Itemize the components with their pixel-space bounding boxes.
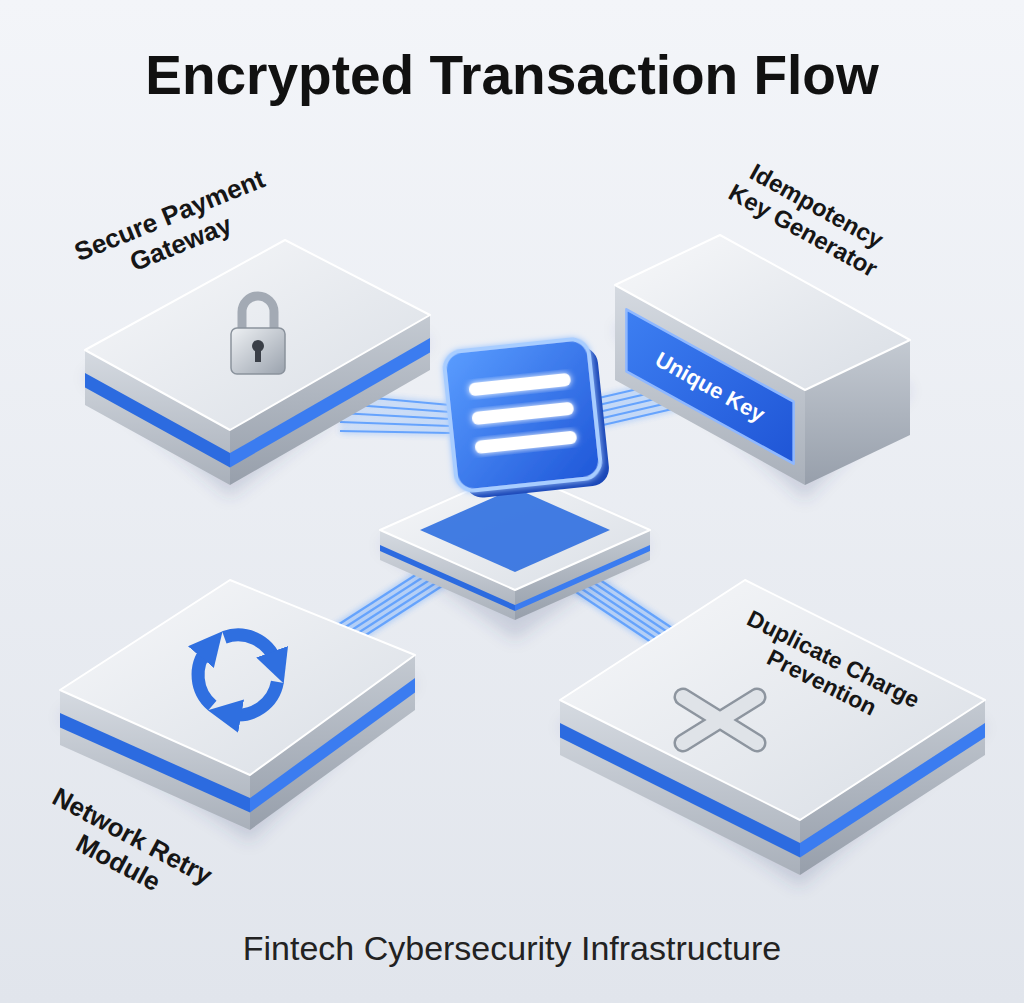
hub-platform bbox=[380, 485, 650, 640]
lock-icon bbox=[231, 296, 285, 374]
duplicate-prevention-platform: Duplicate Charge Prevention bbox=[550, 570, 995, 890]
hub-screen bbox=[474, 430, 577, 454]
key-panel: Unique Key bbox=[620, 303, 800, 471]
retry-arrow bbox=[224, 635, 275, 661]
title-area: Encrypted Transaction Flow bbox=[0, 45, 1024, 105]
node-shape bbox=[50, 570, 425, 845]
lock-shackle bbox=[242, 296, 274, 332]
retry-arrow bbox=[198, 649, 212, 705]
hub-screen bbox=[443, 338, 602, 492]
node-drawing bbox=[626, 309, 793, 463]
cross-bar bbox=[683, 697, 757, 743]
key-generator-block: Idempotency Key GeneratorUnique Key bbox=[605, 225, 920, 495]
cross-bar bbox=[683, 697, 757, 743]
node-drawing bbox=[560, 580, 985, 887]
key-panel-face bbox=[626, 309, 793, 463]
node-drawing bbox=[60, 580, 415, 842]
cross-icon bbox=[683, 697, 757, 743]
caption-area: Fintech Cybersecurity Infrastructure bbox=[0, 926, 1024, 970]
glow-lines bbox=[340, 431, 450, 433]
gateway-platform: Secure Payment Gateway bbox=[75, 230, 440, 495]
slab-top bbox=[560, 580, 985, 820]
glow-lines bbox=[340, 413, 450, 419]
cross-bar bbox=[683, 697, 757, 743]
retry-arrows bbox=[198, 635, 277, 715]
node-drawing bbox=[85, 240, 430, 497]
cross-bar bbox=[683, 697, 757, 743]
hub-screen bbox=[468, 373, 571, 397]
hub-screen bbox=[471, 402, 574, 426]
lock-body bbox=[231, 328, 285, 374]
glow-lines bbox=[330, 370, 720, 668]
diagram-caption: Fintech Cybersecurity Infrastructure bbox=[0, 926, 1024, 970]
retry-arrow bbox=[231, 682, 277, 715]
hub-platform bbox=[420, 488, 610, 572]
keyhole bbox=[255, 348, 261, 362]
diagram-title: Encrypted Transaction Flow bbox=[0, 45, 1024, 105]
slab-top bbox=[60, 580, 415, 775]
hub-platform bbox=[380, 470, 650, 640]
hub-screen bbox=[443, 337, 611, 500]
retry-platform: Network Retry Module bbox=[50, 570, 425, 845]
glow-lines bbox=[340, 422, 450, 426]
